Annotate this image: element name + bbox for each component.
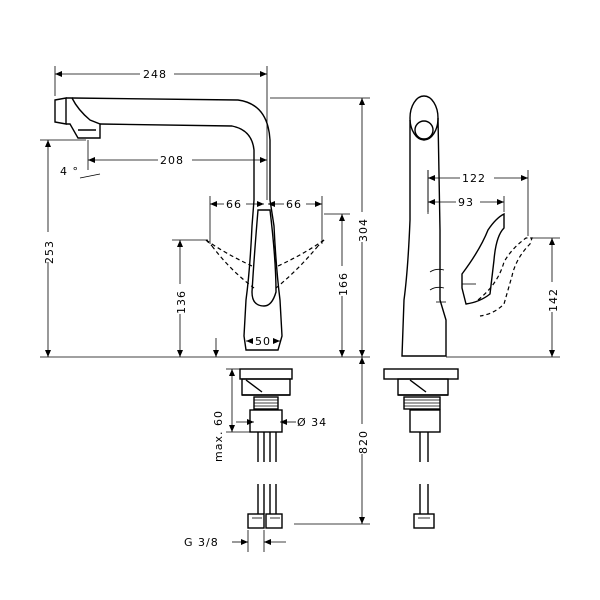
- side-dimensions: 122 93 142: [427, 170, 560, 358]
- faucet-body: [243, 199, 283, 351]
- side-lever-swing: [477, 237, 533, 317]
- dim-spray-angle: 4 °: [60, 165, 79, 178]
- spout-aerator: [54, 97, 67, 125]
- dim-spout-height: 253: [43, 240, 56, 264]
- lever-swing-right: [277, 239, 325, 267]
- lever: [251, 209, 277, 307]
- fitting-left: [247, 513, 265, 529]
- dim-spout-reach: 208: [160, 154, 184, 167]
- dim-hose-length: 820: [357, 430, 370, 454]
- dim-total-reach: 248: [143, 68, 167, 81]
- dim-side-lever-height: 142: [547, 288, 560, 312]
- dim-hole-diameter: Ø 34: [297, 416, 327, 429]
- fitting-right: [265, 513, 283, 529]
- side-view: [383, 95, 533, 529]
- dim-max-thickness: max. 60: [212, 410, 225, 462]
- front-dimensions: 248 208 4 ° 66 66 253 136 166: [40, 66, 370, 552]
- side-body: [401, 117, 447, 357]
- side-mount-plate: [383, 368, 459, 380]
- dim-lever-height-side: 166: [337, 272, 350, 296]
- dim-lever-height-front: 136: [175, 290, 188, 314]
- mount-plate: [239, 368, 293, 380]
- dim-swivel-left: 66: [226, 198, 242, 211]
- spout-tip: [66, 97, 101, 139]
- spout-top: [409, 95, 439, 141]
- dim-swivel-right: 66: [286, 198, 302, 211]
- side-fitting: [413, 513, 435, 529]
- dim-base-diameter: 50: [255, 335, 271, 348]
- spout-arm: [71, 97, 271, 200]
- dim-connection: G 3/8: [184, 536, 219, 549]
- dim-side-lever-reach: 122: [462, 172, 486, 185]
- lever-swing-left: [205, 239, 253, 267]
- side-lever: [461, 212, 505, 305]
- front-view: [40, 97, 370, 529]
- dim-total-height: 304: [357, 218, 370, 242]
- dim-side-reach: 93: [458, 196, 474, 209]
